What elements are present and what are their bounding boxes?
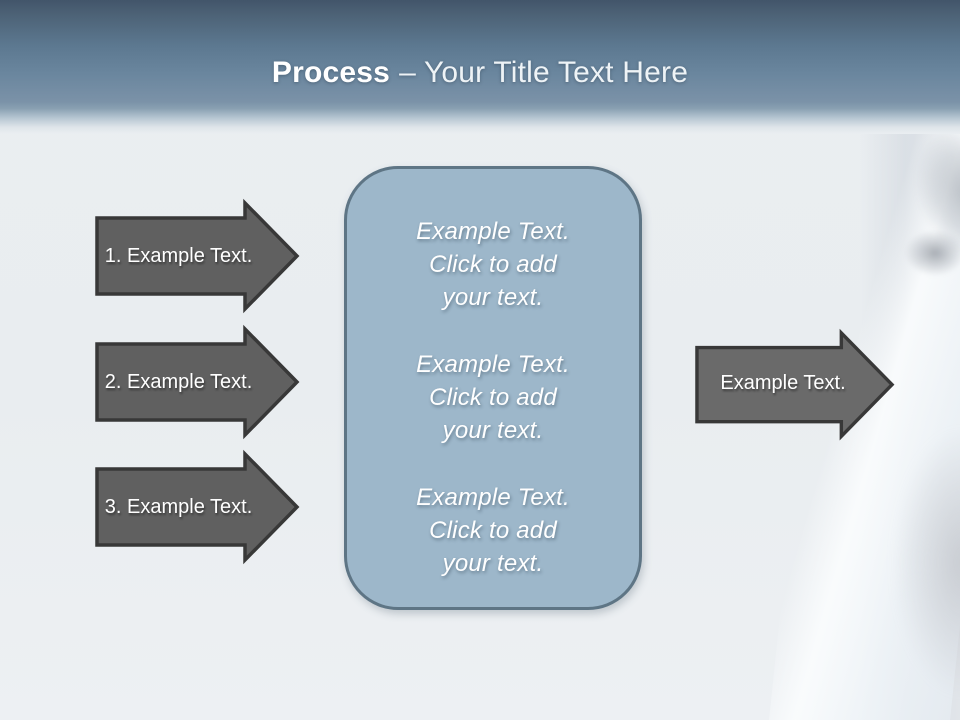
arrow-shape-icon [95,198,300,314]
slide-title-rest: – Your Title Text Here [399,56,689,89]
hand-shape [880,430,960,720]
slide-title-keyword: Process [271,56,391,89]
process-step-3-label: 3. Example Text. [104,495,253,518]
text-line: your text. [442,284,544,311]
arrow-shape-icon [95,324,300,440]
process-step-1-label: 1. Example Text. [104,244,253,267]
example-text-block: Example Text. Click to add your text. [416,348,570,447]
slide-title[interactable]: Process– Your Title Text Here [0,56,960,90]
example-text-block: Example Text. Click to add your text. [416,481,570,580]
header-band [0,0,960,134]
text-line: your text. [442,417,544,444]
process-output-label: Example Text. [720,371,846,394]
text-line: Click to add [429,384,557,411]
text-line: Example Text. [416,484,570,511]
center-text-box[interactable]: Example Text. Click to add your text. Ex… [344,166,642,610]
process-output-arrow[interactable]: Example Text. [695,328,895,441]
process-step-1-arrow[interactable]: 1. Example Text. [95,198,300,314]
arrow-shape-icon [95,449,300,565]
example-text-block: Example Text. Click to add your text. [416,215,570,314]
text-line: your text. [442,550,544,577]
text-line: Click to add [429,517,557,544]
process-step-2-label: 2. Example Text. [104,370,253,393]
process-step-2-arrow[interactable]: 2. Example Text. [95,324,300,440]
process-step-3-arrow[interactable]: 3. Example Text. [95,449,300,565]
text-line: Example Text. [416,351,570,378]
arrow-shape-icon [695,328,895,441]
text-line: Example Text. [416,218,570,245]
stethoscope-detail [905,230,960,276]
stethoscope-shape [875,113,960,293]
text-line: Click to add [429,251,557,278]
